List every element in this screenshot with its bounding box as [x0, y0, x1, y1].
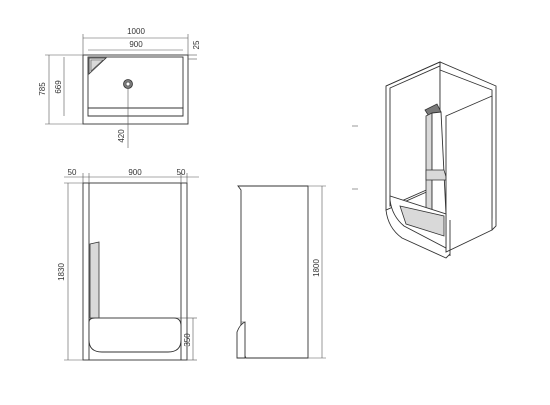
top-depth-overall-label: 785: [38, 82, 47, 96]
iso-right-panel: [445, 95, 493, 253]
isometric-view: [385, 61, 497, 259]
iso-top-edge: [385, 61, 497, 94]
top-drain-offset-label: 420: [117, 129, 126, 143]
front-view-seat-panel: [89, 241, 100, 319]
top-depth-inner-label: 669: [54, 80, 63, 94]
front-height-label: 1830: [57, 263, 66, 281]
front-view-tray-front: [88, 317, 182, 353]
front-right-wall-label: 50: [177, 168, 186, 177]
top-view-outer-outline: [82, 54, 189, 125]
front-step-height-label: 350: [183, 333, 192, 347]
top-view: 1000 900 25 785 669 420: [38, 27, 201, 148]
top-view-corner-seat-inner: [90, 59, 104, 72]
front-view: 50 900 50 1830 350: [57, 168, 199, 361]
iso-tray-floor: [399, 205, 445, 237]
top-width-overall-label: 1000: [127, 27, 145, 36]
iso-seat-column-left: [425, 112, 433, 215]
side-height-label: 1800: [312, 259, 321, 277]
top-right-offset-label: 25: [192, 40, 201, 49]
front-left-wall-label: 50: [68, 168, 77, 177]
front-inner-width-label: 900: [128, 168, 142, 177]
side-view-outline: [237, 185, 309, 359]
front-view-outer-outline: [82, 182, 188, 361]
iso-right-panel-edge: [491, 94, 497, 231]
iso-seat-block: [425, 169, 448, 181]
top-view-inner-basin: [87, 56, 184, 109]
side-view: 1800: [236, 185, 326, 359]
top-view-drain-center: [125, 81, 131, 87]
top-view-corner-seat: [88, 57, 108, 75]
side-view-step-lip: [236, 321, 246, 359]
iso-tray-outer-curve: [385, 209, 451, 259]
top-width-inner-label: 900: [129, 40, 143, 49]
top-view-step-ledge: [87, 107, 184, 117]
